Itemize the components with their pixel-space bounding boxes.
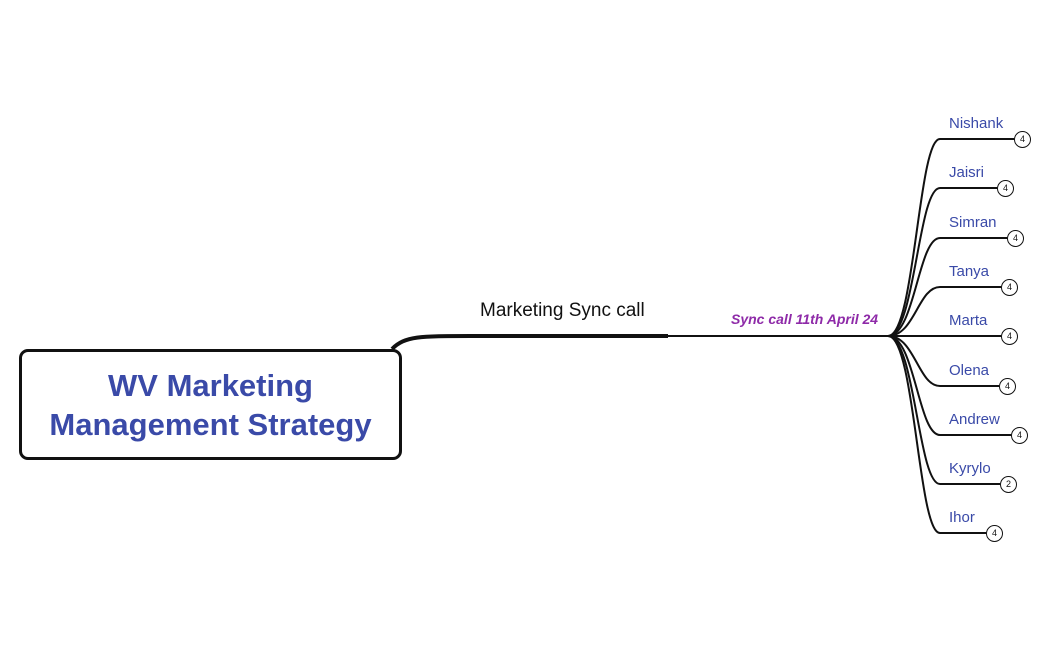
leaf-node-label[interactable]: Nishank — [949, 115, 1004, 132]
leaf-node-label[interactable]: Andrew — [949, 411, 1000, 428]
collapsed-children-count-badge[interactable]: 4 — [1007, 230, 1024, 247]
collapsed-children-count-badge[interactable]: 4 — [1001, 328, 1018, 345]
leaf-node-label[interactable]: Marta — [949, 312, 988, 329]
collapsed-children-count-badge[interactable]: 4 — [997, 180, 1014, 197]
topic-marketing-sync-call[interactable]: Marketing Sync call — [480, 300, 645, 321]
root-title: WV Marketing Management Strategy — [49, 367, 372, 442]
leaf-connector — [887, 335, 986, 534]
leaf-connector — [887, 138, 1014, 337]
leaf-connector — [887, 237, 1007, 337]
collapsed-children-count-badge[interactable]: 4 — [999, 378, 1016, 395]
collapsed-children-count-badge[interactable]: 2 — [1000, 476, 1017, 493]
leaf-connector — [887, 286, 1001, 337]
collapsed-children-count-badge[interactable]: 4 — [1001, 279, 1018, 296]
leaf-connector — [887, 335, 999, 387]
leaf-connectors — [887, 138, 1014, 534]
leaf-node-label[interactable]: Ihor — [949, 509, 975, 526]
leaf-connector — [887, 187, 997, 337]
collapsed-children-count-badge[interactable]: 4 — [1011, 427, 1028, 444]
collapsed-children-count-badge[interactable]: 4 — [986, 525, 1003, 542]
root-to-topic-connector — [390, 334, 668, 351]
leaf-node-label[interactable]: Olena — [949, 362, 990, 379]
collapsed-children-count-badge[interactable]: 4 — [1014, 131, 1031, 148]
leaf-node-label[interactable]: Jaisri — [949, 164, 985, 181]
leaf-connector — [887, 335, 1000, 485]
leaf-node-label[interactable]: Tanya — [949, 263, 990, 280]
leaf-connector — [887, 335, 1011, 436]
leaf-node-label[interactable]: Kyrylo — [949, 460, 991, 477]
leaf-node-label[interactable]: Simran — [949, 214, 997, 231]
root-node[interactable]: WV Marketing Management Strategy — [19, 349, 402, 460]
subtopic-sync-call-date[interactable]: Sync call 11th April 24 — [731, 311, 879, 327]
